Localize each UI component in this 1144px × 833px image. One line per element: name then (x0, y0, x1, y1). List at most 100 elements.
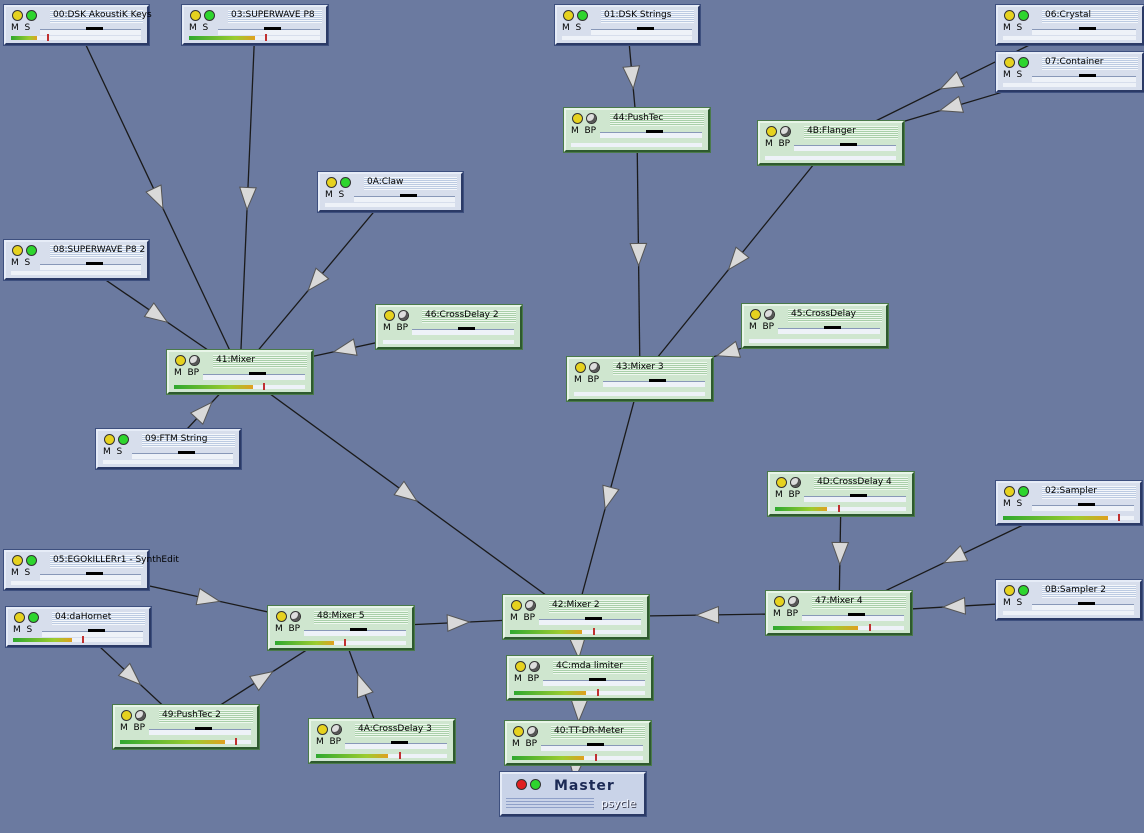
solo-led-icon[interactable] (26, 555, 37, 566)
mute-button[interactable]: M (512, 739, 520, 749)
mute-solo-labels[interactable]: M S (11, 23, 30, 33)
solo-led-icon[interactable] (204, 10, 215, 21)
wire-arrow-icon[interactable] (831, 541, 850, 566)
mute-led-icon[interactable] (776, 477, 787, 488)
volume-slider-handle[interactable] (637, 27, 654, 30)
solo-button[interactable]: BP (587, 375, 600, 385)
mute-button[interactable]: M (749, 322, 757, 332)
mute-solo-labels[interactable]: M BP (316, 737, 341, 747)
wire-arrow-icon[interactable] (248, 670, 274, 692)
mute-button[interactable]: M (11, 23, 19, 33)
bypass-knob-icon[interactable] (788, 596, 799, 607)
mute-led-icon[interactable] (1004, 57, 1015, 68)
mute-solo-labels[interactable]: M S (1003, 70, 1022, 80)
mute-solo-labels[interactable]: M S (11, 568, 30, 578)
solo-button[interactable]: S (24, 568, 31, 578)
volume-slider-handle[interactable] (86, 572, 103, 575)
mute-led-icon[interactable] (326, 177, 337, 188)
solo-button[interactable]: BP (786, 609, 799, 619)
mute-led-icon[interactable] (774, 596, 785, 607)
mute-button[interactable]: M (120, 723, 128, 733)
wire-arrow-icon[interactable] (715, 340, 742, 358)
solo-led-icon[interactable] (28, 612, 39, 623)
volume-slider-handle[interactable] (824, 326, 841, 329)
mute-button[interactable]: M (562, 23, 570, 33)
bypass-knob-icon[interactable] (398, 310, 409, 321)
volume-slider-handle[interactable] (1079, 74, 1096, 77)
wire-arrow-icon[interactable] (629, 242, 648, 267)
mute-solo-labels[interactable]: M S (189, 23, 208, 33)
bypass-knob-icon[interactable] (586, 113, 597, 124)
mute-solo-labels[interactable]: M BP (275, 624, 300, 634)
mute-button[interactable]: M (11, 568, 19, 578)
mute-led-icon[interactable] (14, 612, 25, 623)
solo-button[interactable]: BP (525, 739, 538, 749)
mute-button[interactable]: M (571, 126, 579, 136)
mute-led-icon[interactable] (513, 726, 524, 737)
bypass-knob-icon[interactable] (135, 710, 146, 721)
volume-slider-handle[interactable] (646, 130, 663, 133)
mute-button[interactable]: M (765, 139, 773, 149)
wire-arrow-icon[interactable] (307, 267, 330, 292)
bypass-knob-icon[interactable] (189, 355, 200, 366)
mute-led-icon[interactable] (1004, 10, 1015, 21)
mute-solo-labels[interactable]: M S (1003, 23, 1022, 33)
solo-button[interactable]: S (24, 258, 31, 268)
mute-led-icon[interactable] (317, 724, 328, 735)
volume-slider-handle[interactable] (458, 327, 475, 330)
solo-led-icon[interactable] (577, 10, 588, 21)
volume-slider-handle[interactable] (840, 143, 857, 146)
mute-solo-labels[interactable]: M BP (765, 139, 790, 149)
solo-button[interactable]: S (24, 23, 31, 33)
mute-led-icon[interactable] (104, 434, 115, 445)
mute-led-icon[interactable] (515, 661, 526, 672)
mute-led-icon[interactable] (121, 710, 132, 721)
mute-solo-labels[interactable]: M BP (775, 490, 800, 500)
volume-slider-handle[interactable] (585, 617, 602, 620)
volume-slider-handle[interactable] (86, 27, 103, 30)
mute-button[interactable]: M (1003, 499, 1011, 509)
solo-button[interactable]: S (26, 625, 33, 635)
mute-solo-labels[interactable]: M S (1003, 499, 1022, 509)
volume-slider-handle[interactable] (249, 372, 266, 375)
wire-arrow-icon[interactable] (195, 587, 221, 606)
solo-button[interactable]: BP (329, 737, 342, 747)
wire-arrow-icon[interactable] (941, 596, 966, 615)
volume-slider-handle[interactable] (848, 613, 865, 616)
bypass-knob-icon[interactable] (780, 126, 791, 137)
solo-led-icon[interactable] (26, 245, 37, 256)
wire-arrow-icon[interactable] (143, 302, 169, 324)
wire-arrow-icon[interactable] (570, 698, 589, 723)
mute-button[interactable]: M (773, 609, 781, 619)
bypass-knob-icon[interactable] (529, 661, 540, 672)
bypass-knob-icon[interactable] (764, 309, 775, 320)
mute-led-icon[interactable] (384, 310, 395, 321)
mute-button[interactable]: M (1003, 598, 1011, 608)
mute-led-icon[interactable] (175, 355, 186, 366)
volume-slider-handle[interactable] (400, 194, 417, 197)
mute-solo-labels[interactable]: M BP (512, 739, 537, 749)
mute-button[interactable]: M (514, 674, 522, 684)
bypass-knob-icon[interactable] (527, 726, 538, 737)
mute-button[interactable]: M (275, 624, 283, 634)
mute-led-icon[interactable] (12, 245, 23, 256)
mute-button[interactable]: M (1003, 23, 1011, 33)
mute-button[interactable]: M (775, 490, 783, 500)
mute-led-icon[interactable] (12, 555, 23, 566)
mute-solo-labels[interactable]: M BP (120, 723, 145, 733)
mute-led-icon[interactable] (190, 10, 201, 21)
solo-led-icon[interactable] (26, 10, 37, 21)
volume-slider-handle[interactable] (350, 628, 367, 631)
solo-button[interactable]: S (1016, 70, 1023, 80)
mute-solo-labels[interactable]: M S (1003, 598, 1022, 608)
